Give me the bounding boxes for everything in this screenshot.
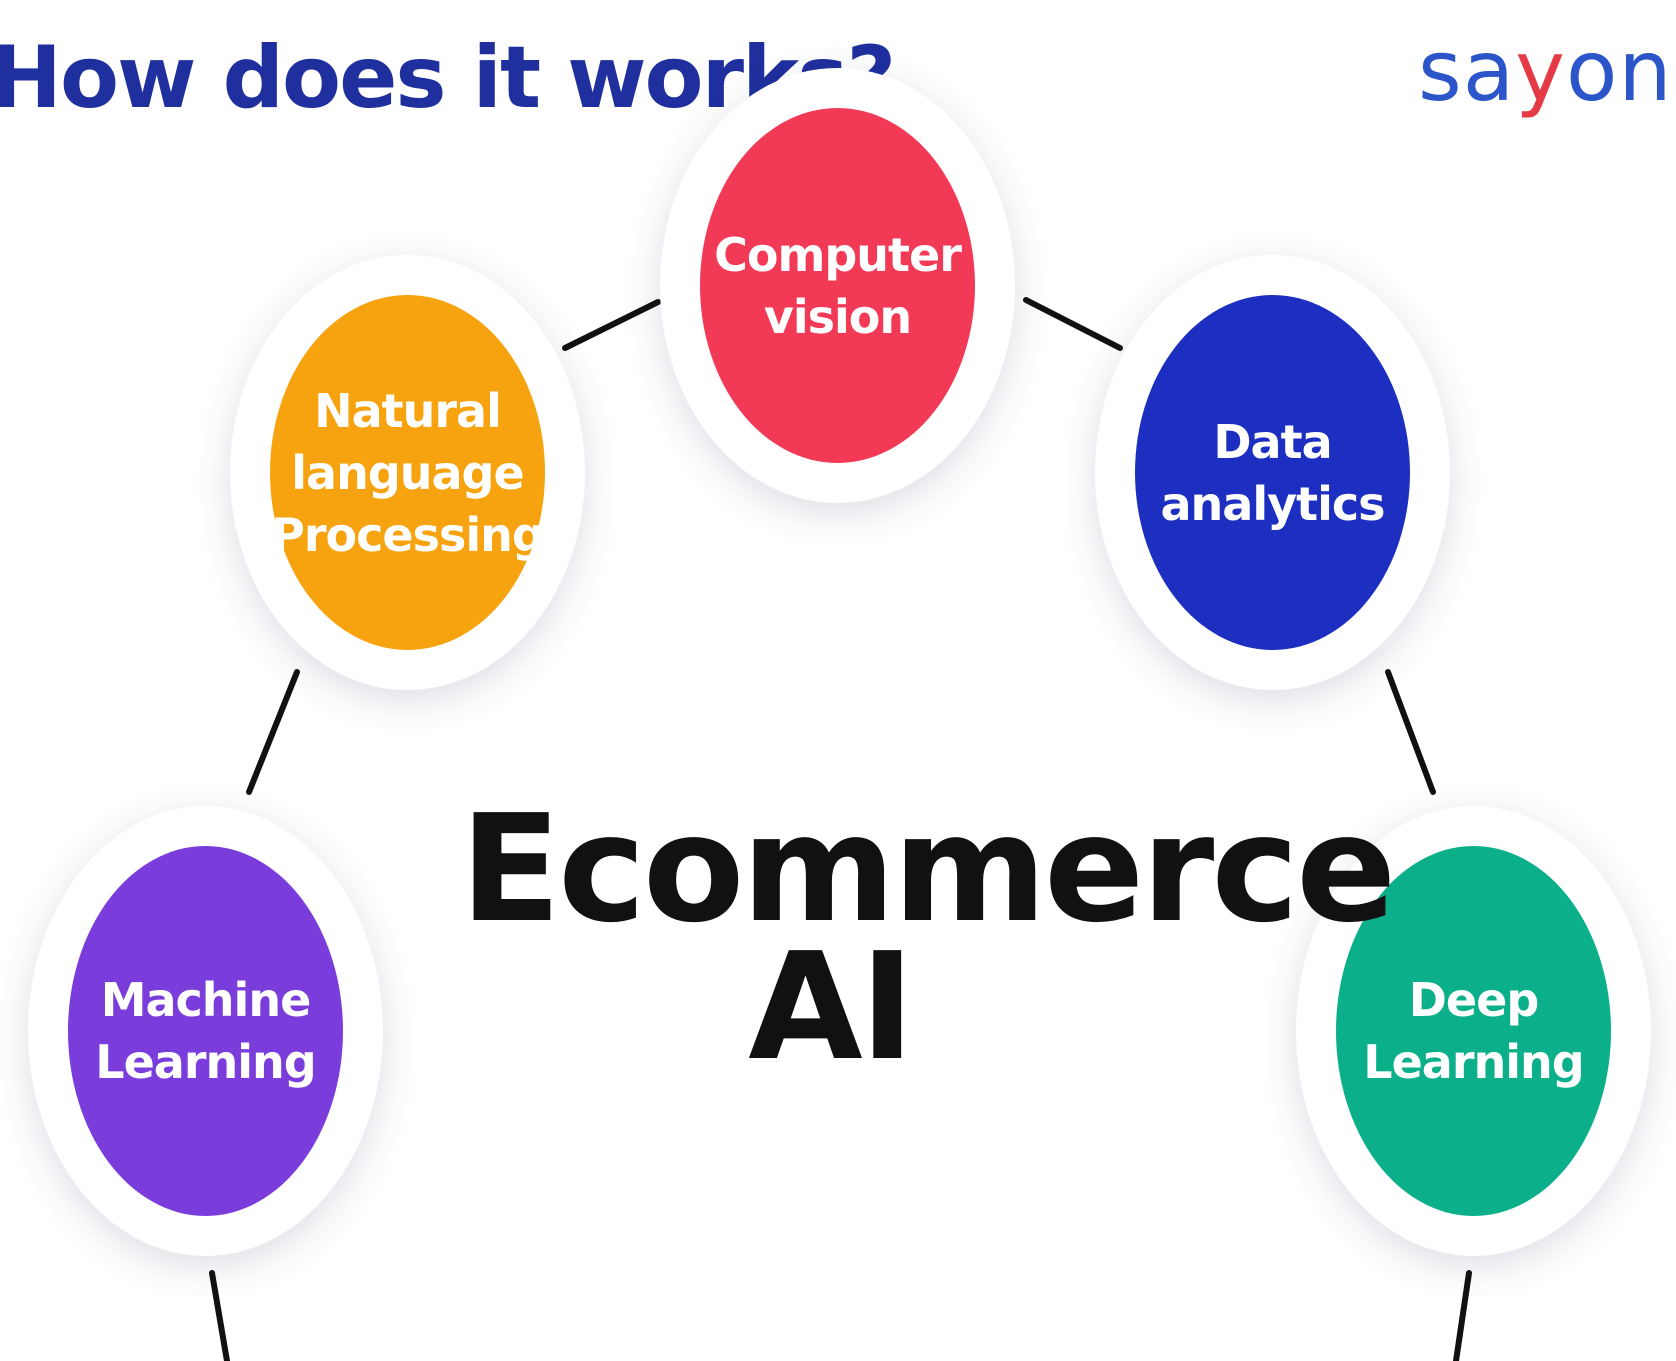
node-nlp-disc: Natural language Processing xyxy=(270,295,545,650)
connector-data-analytics-deep-learning xyxy=(1385,669,1436,795)
logo-text-start: sa xyxy=(1418,22,1516,120)
node-nlp-label: Natural language Processing xyxy=(271,383,545,562)
logo-mark: y xyxy=(1515,22,1566,120)
node-computer-vision-disc: Computer vision xyxy=(700,108,975,463)
node-machine-learning-disc: Machine Learning xyxy=(68,846,343,1216)
connector-deep-learning-down xyxy=(1453,1270,1472,1361)
connector-nlp-computer-vision xyxy=(562,299,661,351)
connector-nlp-machine-learning xyxy=(246,669,300,795)
node-computer-vision-label: Computer vision xyxy=(714,227,962,344)
node-deep-learning-disc: Deep Learning xyxy=(1336,846,1611,1216)
node-machine-learning-label: Machine Learning xyxy=(95,973,316,1089)
center-label: Ecommerce AI xyxy=(460,783,1396,1093)
node-deep-learning: Deep Learning xyxy=(1296,806,1651,1256)
connector-computer-vision-data-analytics xyxy=(1023,297,1123,351)
node-data-analytics: Data analytics xyxy=(1095,255,1450,690)
node-nlp: Natural language Processing xyxy=(230,255,585,690)
node-machine-learning: Machine Learning xyxy=(28,806,383,1256)
logo-text-end: one xyxy=(1565,22,1676,120)
connector-machine-learning-down xyxy=(209,1270,230,1361)
node-deep-learning-label: Deep Learning xyxy=(1363,973,1584,1089)
brand-logo: sayone xyxy=(1418,22,1676,120)
node-computer-vision: Computer vision xyxy=(660,68,1015,503)
node-data-analytics-disc: Data analytics xyxy=(1135,295,1410,650)
node-data-analytics-label: Data analytics xyxy=(1160,414,1386,531)
